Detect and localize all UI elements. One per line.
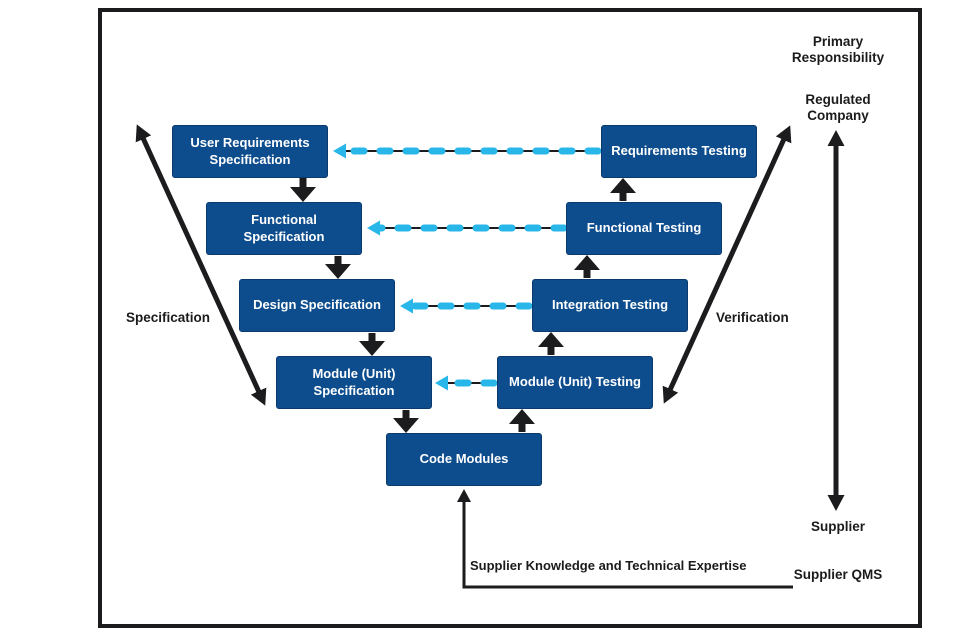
box-requirements-testing: Requirements Testing [601, 125, 757, 178]
primary-responsibility-label: Primary Responsibility [791, 34, 885, 66]
verification-diagonal-arrow [662, 125, 792, 404]
box-functional-specification: Functional Specification [206, 202, 362, 255]
box-user-requirements-specification: User Requirements Specification [172, 125, 328, 178]
box-module-unit-specification: Module (Unit) Specification [276, 356, 432, 409]
supplier-knowledge-label: Supplier Knowledge and Technical Experti… [470, 558, 747, 573]
box-module-unit-testing: Module (Unit) Testing [497, 356, 653, 409]
box-design-specification: Design Specification [239, 279, 395, 332]
trace-links [333, 143, 602, 391]
trace-link-underlines [344, 150, 600, 384]
diagram-border [98, 8, 922, 628]
specification-diagonal-arrow [135, 124, 267, 406]
verification-label: Verification [716, 310, 789, 325]
box-code-modules: Code Modules [386, 433, 542, 486]
supplier-qms-label: Supplier QMS [793, 567, 883, 582]
supplier-knowledge-arrow [457, 489, 793, 589]
supplier-label: Supplier [810, 519, 865, 534]
box-integration-testing: Integration Testing [532, 279, 688, 332]
flow-arrows [290, 178, 636, 433]
specification-label: Specification [126, 310, 211, 325]
box-functional-testing: Functional Testing [566, 202, 722, 255]
axis-arrows [135, 124, 845, 511]
regulated-company-label: Regulated Company [805, 92, 871, 124]
